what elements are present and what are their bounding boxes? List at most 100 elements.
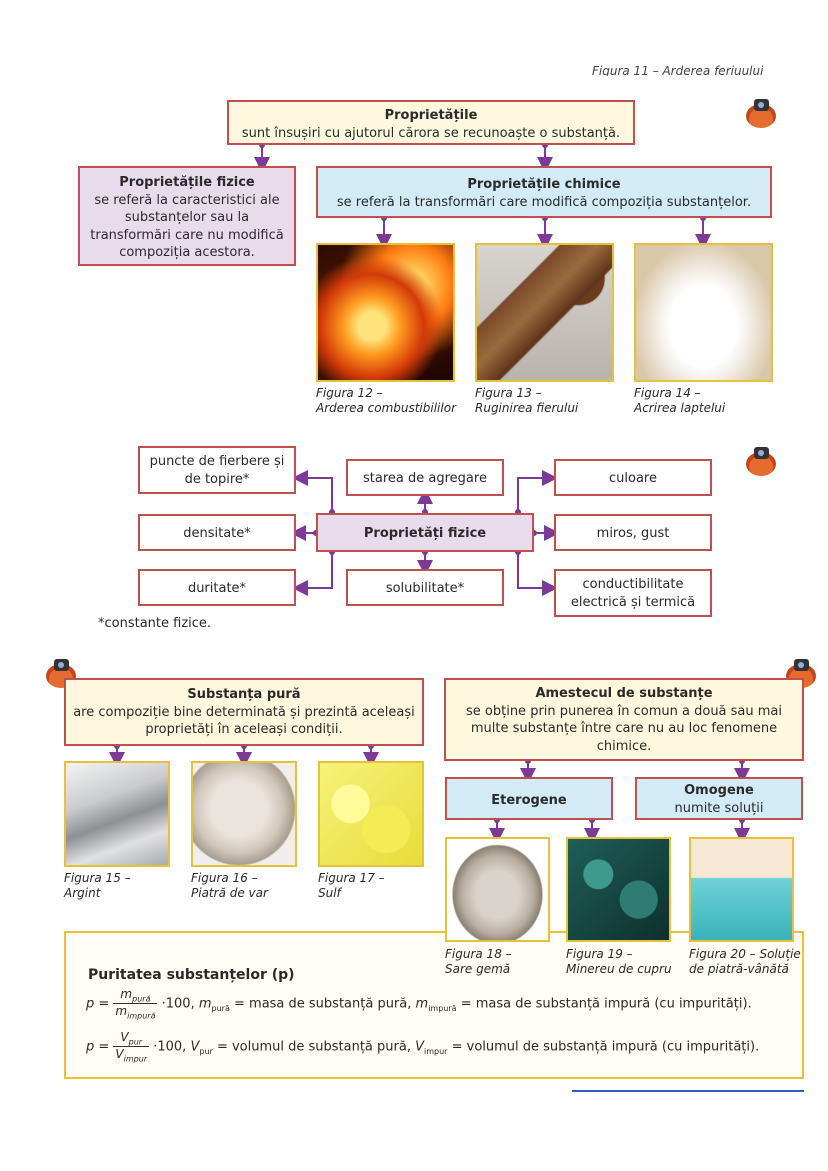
copper-sulfate-solution-photo bbox=[689, 837, 794, 942]
figure-14-caption: Figura 14 – Acrirea laptelui bbox=[634, 386, 784, 416]
figure-label: Figura 17 – bbox=[318, 871, 385, 885]
map-item-conductivity: conductibilitate electrică și termică bbox=[554, 569, 712, 617]
camera-icon[interactable] bbox=[746, 99, 776, 128]
figure-label: Figura 16 – bbox=[191, 871, 258, 885]
figure-19-caption: Figura 19 – Minereu de cupru bbox=[566, 947, 686, 977]
figure-16-caption: Figura 16 – Piatră de var bbox=[191, 871, 301, 901]
pure-substance-text: are compoziție bine determinată și prezi… bbox=[73, 704, 415, 738]
figure-label: Figura 18 – bbox=[445, 947, 512, 961]
mixture-title: Amestecul de substanțe bbox=[535, 686, 713, 701]
physical-map-center-label: Proprietăți fizice bbox=[363, 526, 487, 541]
var-sub: impur bbox=[424, 1046, 448, 1056]
sulfur-photo bbox=[318, 761, 424, 867]
figure-text: Sulf bbox=[318, 886, 341, 900]
properties-box: Proprietățile sunt însușiri cu ajutorul … bbox=[227, 100, 635, 145]
physical-map-center: Proprietăți fizice bbox=[316, 513, 534, 552]
formula-mult: ·100, bbox=[161, 996, 195, 1012]
map-item-label: duritate* bbox=[187, 581, 247, 596]
formula-mult: ·100, bbox=[153, 1039, 187, 1055]
figure-20-caption: Figura 20 – Soluție de piatră-vânătă bbox=[689, 947, 814, 977]
rock-salt-photo bbox=[445, 837, 550, 942]
map-item-density: densitate* bbox=[138, 514, 296, 551]
chemical-properties-text: se referă la transformări care modifică … bbox=[336, 194, 752, 210]
limestone-photo bbox=[191, 761, 297, 867]
silver-photo bbox=[64, 761, 170, 867]
map-item-label: solubilitate* bbox=[385, 581, 465, 596]
figure-label: Figura 19 – bbox=[566, 947, 633, 961]
var-name: V bbox=[190, 1039, 200, 1055]
figure-label: Figura 12 – bbox=[316, 386, 383, 400]
figure-13-caption: Figura 13 – Ruginirea fierului bbox=[475, 386, 625, 416]
physical-properties-text: se referă la caracteristici ale substanț… bbox=[90, 192, 284, 261]
top-figure-caption: Figura 11 – Arderea feriuului bbox=[592, 64, 764, 76]
var-name: V bbox=[415, 1039, 425, 1055]
map-item-label: miros, gust bbox=[596, 526, 670, 541]
properties-title: Proprietățile bbox=[384, 108, 478, 123]
map-item-label: starea de agregare bbox=[363, 471, 487, 486]
chemical-properties-box: Proprietățile chimice se referă la trans… bbox=[316, 166, 772, 218]
map-item-solubility: solubilitate* bbox=[346, 569, 504, 606]
frac-num-sub: pur bbox=[128, 1037, 143, 1047]
frac-den-sub: impură bbox=[127, 1011, 156, 1021]
heterogeneous-label: Eterogene bbox=[491, 793, 567, 808]
map-item-aggregation: starea de agregare bbox=[346, 459, 504, 496]
properties-text: sunt însușiri cu ajutorul cărora se recu… bbox=[241, 125, 621, 141]
fire-photo bbox=[316, 243, 455, 382]
var-sub: impură bbox=[428, 1003, 457, 1013]
homogeneous-text: numite soluții bbox=[674, 800, 764, 816]
map-item-boiling: puncte de fierbere și de topire* bbox=[138, 446, 296, 494]
frac-num: V bbox=[120, 1030, 129, 1044]
mixture-text: se obține prin punerea în comun a două s… bbox=[466, 703, 783, 754]
figure-18-caption: Figura 18 – Sare gemă bbox=[445, 947, 560, 977]
footnote: *constante fizice. bbox=[98, 616, 212, 631]
var-desc: = masa de substanță impură (cu impurităț… bbox=[460, 996, 752, 1012]
map-item-label: densitate* bbox=[183, 526, 251, 541]
homogeneous-title: Omogene bbox=[684, 783, 754, 798]
formula-lhs: p = bbox=[86, 1039, 110, 1055]
figure-text: Argint bbox=[64, 886, 101, 900]
var-sub: pură bbox=[211, 1003, 230, 1013]
sour-milk-photo bbox=[634, 243, 773, 382]
figure-text: Piatră de var bbox=[191, 886, 268, 900]
mixture-box: Amestecul de substanțe se obține prin pu… bbox=[444, 678, 804, 761]
copper-ore-photo bbox=[566, 837, 671, 942]
pure-substance-box: Substanța pură are compoziție bine deter… bbox=[64, 678, 424, 746]
var-name: m bbox=[198, 996, 212, 1012]
heterogeneous-box: Eterogene bbox=[445, 777, 613, 820]
formula-fraction: Vpur Vimpur bbox=[113, 1030, 150, 1064]
purity-panel bbox=[64, 931, 804, 1079]
physical-properties-title: Proprietățile fizice bbox=[119, 175, 255, 190]
camera-icon[interactable] bbox=[746, 447, 776, 476]
figure-label: Figura 13 – bbox=[475, 386, 542, 400]
figure-text: Ruginirea fierului bbox=[475, 401, 579, 415]
map-item-smell: miros, gust bbox=[554, 514, 712, 551]
var-desc: = masa de substanță pură, bbox=[234, 996, 412, 1012]
figure-label: Figura 20 – Soluție bbox=[689, 947, 801, 961]
var-name: m bbox=[415, 996, 429, 1012]
purity-title: Puritatea substanțelor (p) bbox=[88, 967, 295, 983]
map-item-color: culoare bbox=[554, 459, 712, 496]
frac-den-sub: impur bbox=[123, 1054, 148, 1064]
pure-substance-title: Substanța pură bbox=[187, 687, 301, 702]
figure-text: Minereu de cupru bbox=[566, 962, 672, 976]
formula-fraction: mpură mimpură bbox=[113, 987, 158, 1021]
physical-properties-box: Proprietățile fizice se referă la caract… bbox=[78, 166, 296, 266]
purity-formula-mass: p = mpură mimpură ·100, mpură = masa de … bbox=[86, 987, 801, 1021]
purity-formula-volume: p = Vpur Vimpur ·100, Vpur = volumul de … bbox=[86, 1030, 801, 1064]
figure-17-caption: Figura 17 – Sulf bbox=[318, 871, 428, 901]
frac-num: m bbox=[120, 987, 133, 1001]
figure-label: Figura 14 – bbox=[634, 386, 701, 400]
figure-text: Arderea combustibililor bbox=[316, 401, 456, 415]
map-item-label: conductibilitate electrică și termică bbox=[570, 577, 696, 610]
map-item-hardness: duritate* bbox=[138, 569, 296, 606]
map-item-label: culoare bbox=[609, 471, 657, 486]
rusted-bolt-photo bbox=[475, 243, 614, 382]
map-item-label: puncte de fierbere și de topire* bbox=[149, 454, 285, 487]
figure-text: Acrirea laptelui bbox=[634, 401, 726, 415]
frac-den: m bbox=[115, 1004, 128, 1019]
frac-num-sub: pură bbox=[132, 994, 151, 1004]
chemical-properties-title: Proprietățile chimice bbox=[467, 177, 621, 192]
figure-12-caption: Figura 12 – Arderea combustibililor bbox=[316, 386, 466, 416]
var-sub: pur bbox=[199, 1046, 213, 1056]
